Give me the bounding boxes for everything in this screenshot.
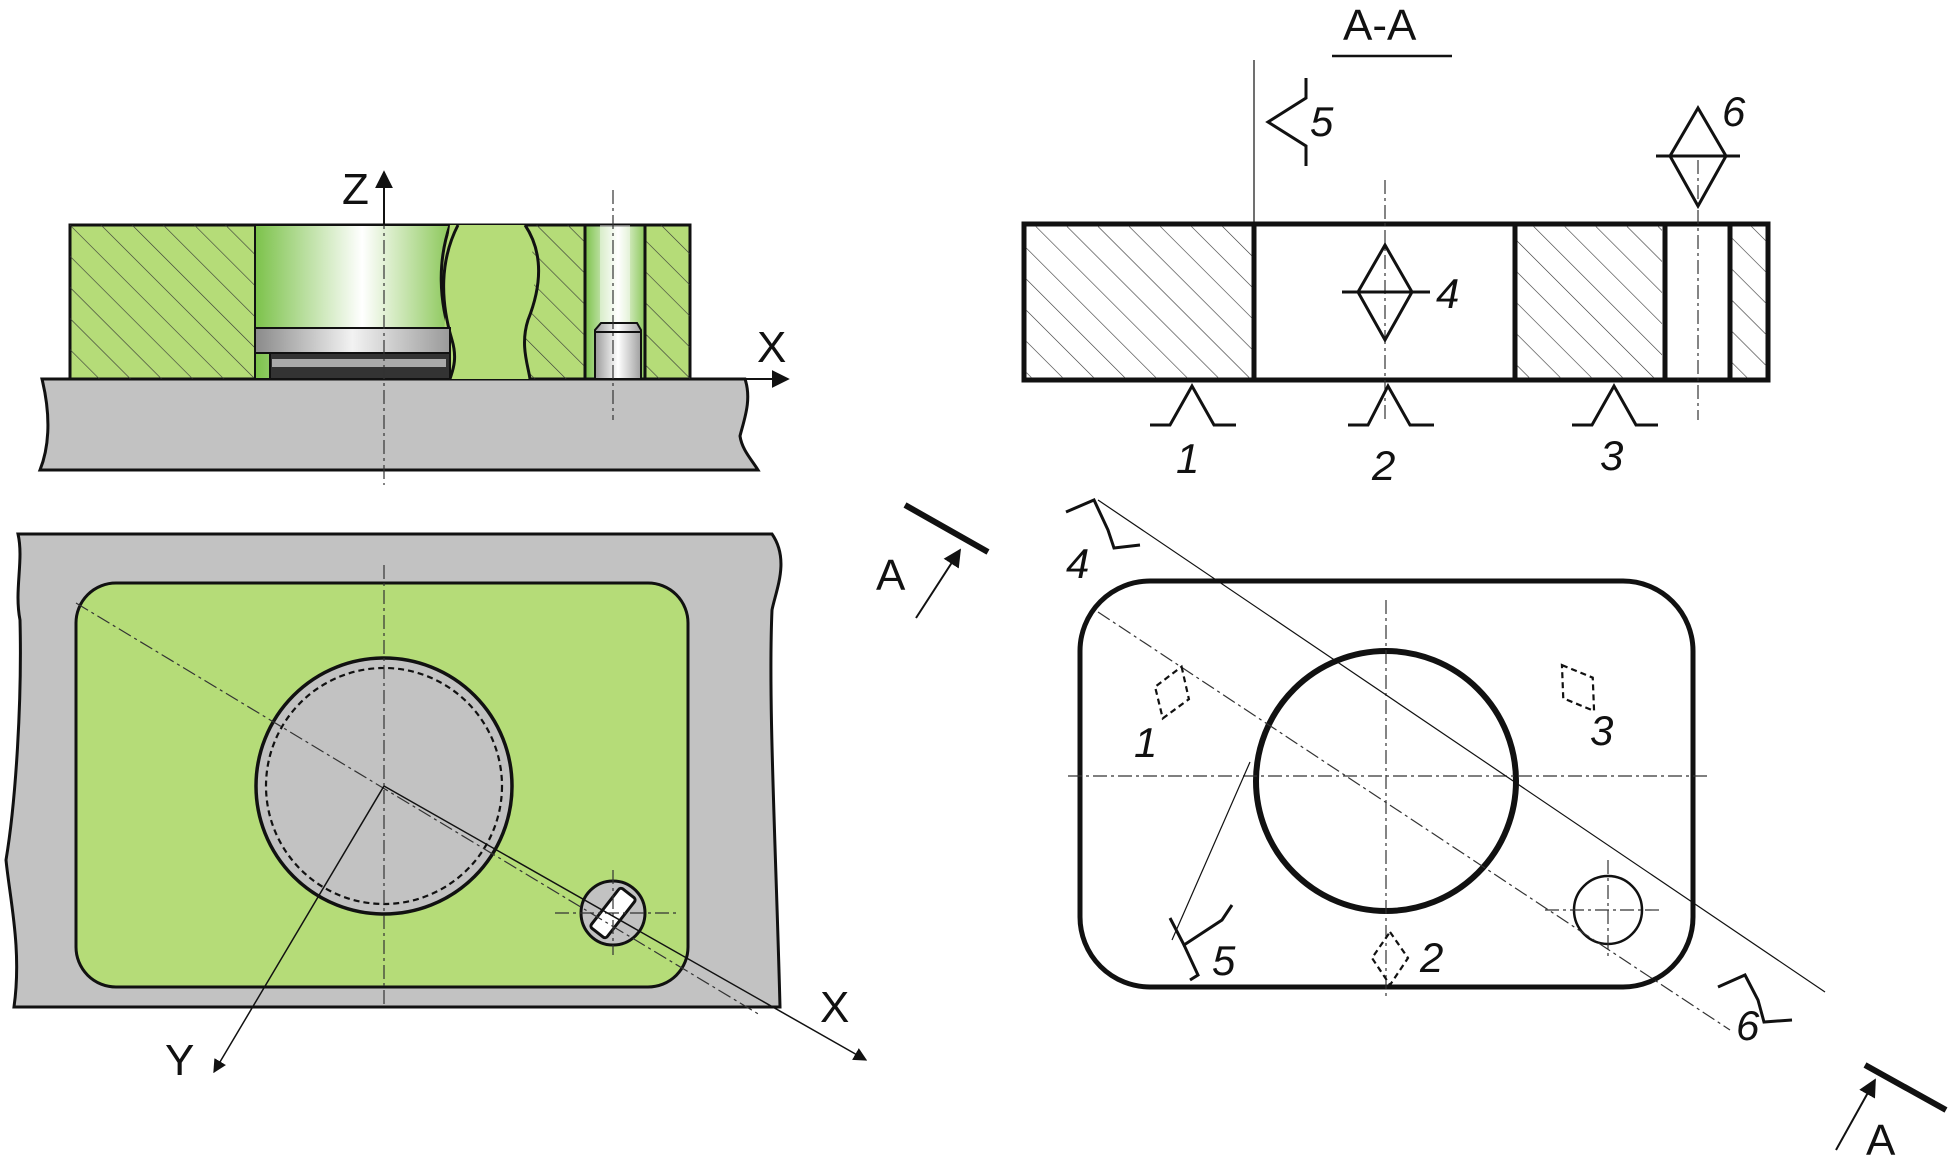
plan-x-axis: [383, 785, 868, 1061]
section-support-1: 1: [1150, 382, 1236, 482]
svg-text:6: 6: [1736, 1002, 1760, 1049]
section-title: A-A: [1343, 1, 1417, 50]
front-table: [37, 377, 761, 472]
svg-text:1: 1: [1176, 435, 1199, 482]
section-marker-bottom: A: [1835, 1062, 1948, 1158]
svg-text:2: 2: [1371, 442, 1395, 489]
section-support-2: 2: [1348, 382, 1434, 489]
plan-y-axis: [213, 785, 385, 1074]
plan-x-label: X: [820, 983, 849, 1032]
section-aa: A-A 1 2 3 4: [1021, 1, 1771, 489]
svg-text:4: 4: [1436, 270, 1459, 317]
svg-text:5: 5: [1212, 937, 1236, 984]
svg-text:2: 2: [1419, 934, 1443, 981]
scheme-pin-6: 6: [1717, 973, 1793, 1049]
scheme-centering-4: 4: [1065, 498, 1141, 587]
scheme-support-3: 3: [1560, 663, 1613, 754]
svg-text:5: 5: [1310, 98, 1334, 145]
svg-text:1: 1: [1134, 719, 1157, 766]
svg-text:4: 4: [1066, 540, 1089, 587]
section-pin-6: 6: [1656, 88, 1746, 210]
svg-text:3: 3: [1600, 432, 1623, 479]
section-centering-4: 4: [1342, 241, 1459, 344]
plan-scheme: A A 1 2 3: [876, 498, 1948, 1158]
svg-text:6: 6: [1722, 88, 1746, 135]
scheme-support-2: 2: [1370, 930, 1443, 987]
front-bushing: [254, 327, 451, 354]
front-view: Z X: [37, 165, 790, 485]
scheme-side-support-5: 5: [1168, 904, 1236, 984]
section-marker-top: A: [876, 502, 990, 619]
section-support-3: 3: [1572, 382, 1658, 479]
front-z-label: Z: [342, 165, 369, 214]
scheme-support-1: 1: [1134, 664, 1191, 766]
svg-text:A: A: [1866, 1116, 1896, 1158]
plan-view: X Y: [4, 532, 868, 1085]
svg-text:A: A: [876, 551, 906, 600]
plan-y-label: Y: [165, 1036, 194, 1085]
section-side-support-5: 5: [1265, 78, 1334, 166]
front-x-label: X: [757, 323, 786, 372]
front-pin: [594, 322, 642, 380]
svg-text:3: 3: [1590, 707, 1613, 754]
